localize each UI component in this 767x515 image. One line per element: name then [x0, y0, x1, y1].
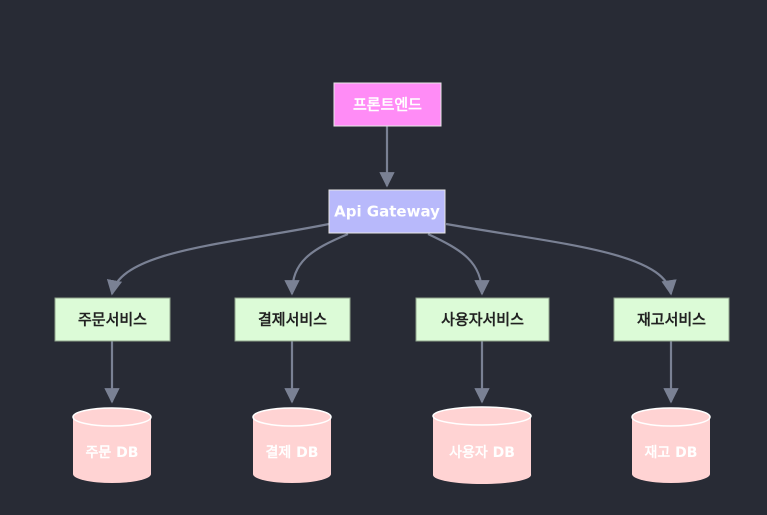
edge-gateway-inventory-service [445, 222, 677, 296]
db-node-order[interactable]: 주문 DB [72, 407, 152, 483]
frontend-node[interactable]: 프론트엔드 [333, 82, 442, 127]
service-label: 결제서비스 [258, 311, 327, 329]
edges [104, 126, 679, 404]
edge-gateway-order-service [106, 222, 330, 296]
frontend-label: 프론트엔드 [353, 96, 422, 114]
db-node-user[interactable]: 사용자 DB [432, 406, 532, 484]
service-node-payment[interactable]: 결제서비스 [234, 297, 351, 342]
service-node-user[interactable]: 사용자서비스 [415, 297, 550, 342]
gateway-node[interactable]: Api Gateway [328, 189, 446, 234]
db-node-inventory[interactable]: 재고 DB [631, 407, 711, 483]
gateway-label: Api Gateway [334, 203, 440, 221]
db-node-payment[interactable]: 결제 DB [252, 407, 332, 483]
db-label: 재고 DB [645, 445, 698, 461]
edge-gateway-payment-service [284, 232, 349, 296]
edge-gateway-user-service [427, 233, 490, 296]
service-label: 사용자서비스 [441, 311, 524, 329]
service-label: 재고서비스 [637, 311, 706, 329]
db-label: 주문 DB [86, 445, 139, 461]
service-node-order[interactable]: 주문서비스 [54, 297, 171, 342]
db-label: 결제 DB [266, 444, 319, 461]
service-node-inventory[interactable]: 재고서비스 [613, 297, 730, 342]
service-label: 주문서비스 [78, 311, 147, 329]
db-label: 사용자 DB [449, 445, 515, 461]
